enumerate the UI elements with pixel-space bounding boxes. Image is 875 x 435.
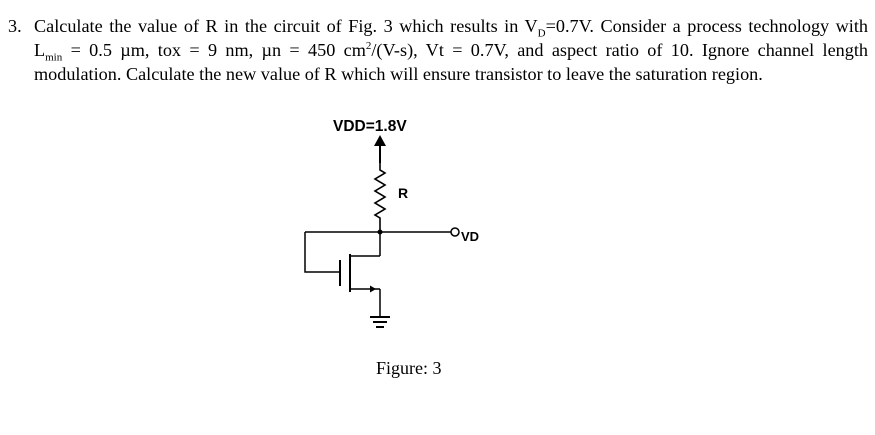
output-terminal: [450, 227, 460, 237]
resistor-label: R: [398, 185, 408, 201]
resistor-symbol: [373, 163, 387, 232]
question-line-2-text-b: = 0.5 µm, tox = 9 nm, µn = 450 cm: [62, 40, 366, 60]
question-text: Calculate the value of R in the circuit …: [34, 14, 868, 86]
question-line-2-text-a: L: [34, 40, 46, 60]
output-label: VD: [461, 229, 479, 244]
question-line-3: modulation. Calculate the new value of R…: [34, 64, 763, 84]
nmos-transistor: [339, 254, 376, 293]
cm-superscript: 2: [365, 39, 372, 52]
vdd-arrow: [374, 135, 386, 163]
figure-caption: Figure: 3: [376, 358, 442, 378]
question-number: 3.: [8, 16, 22, 36]
question-line-1: Calculate the value of R in the circuit …: [34, 14, 868, 40]
question-line-2-text-c: /(V-s), Vt = 0.7V, and aspect ratio of 1…: [371, 40, 868, 60]
ground-icon: [370, 316, 390, 328]
lmin-subscript: min: [45, 51, 63, 64]
dot-node: [377, 229, 383, 235]
question-line-1-text-a: Calculate the value of R in the circuit …: [34, 16, 538, 36]
vd-subscript: D: [537, 27, 546, 40]
circuit-wires: [304, 231, 451, 317]
question-line-1-text-b: =0.7V. Consider a process technology wit…: [545, 16, 868, 36]
vdd-label: VDD=1.8V: [333, 118, 407, 135]
question-line-2: Lmin = 0.5 µm, tox = 9 nm, µn = 450 cm2/…: [34, 38, 868, 64]
